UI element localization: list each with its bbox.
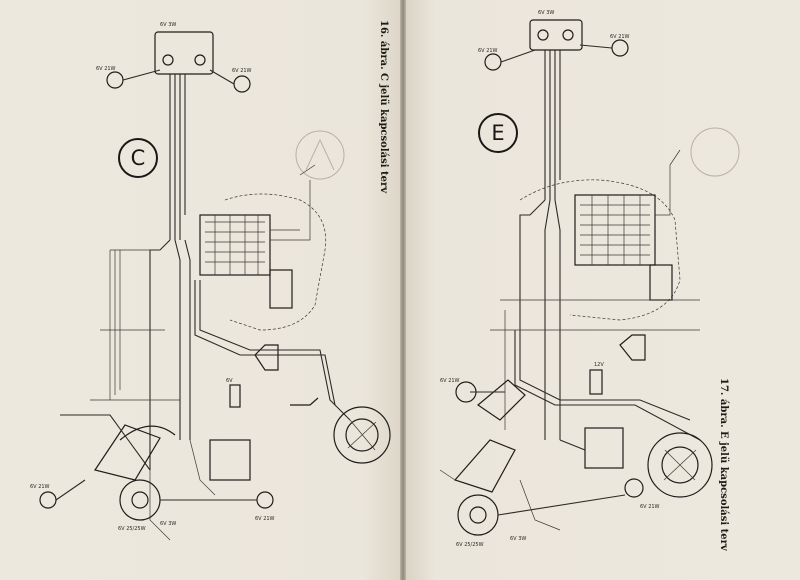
generator-rotor bbox=[661, 446, 699, 484]
indicator-lamp bbox=[537, 29, 549, 41]
indicator-lamp bbox=[562, 29, 574, 41]
headlamp-bulb bbox=[131, 491, 149, 509]
component-label: 6V 21W bbox=[232, 68, 252, 74]
component-label: 6V 25/25W bbox=[456, 542, 484, 548]
junction-block-left bbox=[199, 214, 271, 276]
generator-coils bbox=[663, 449, 697, 481]
left-page bbox=[0, 0, 402, 580]
component-label: 6V 3W bbox=[538, 10, 554, 16]
junction-wiring bbox=[580, 204, 650, 256]
rear-wiring bbox=[55, 414, 257, 501]
ignition-lead bbox=[655, 149, 681, 216]
show-through-mark bbox=[305, 138, 335, 171]
frame-outline bbox=[519, 179, 681, 321]
show-through-mark bbox=[690, 127, 740, 177]
rear-harness bbox=[194, 280, 336, 406]
indicator-lamp bbox=[194, 54, 206, 66]
component-label: 6V 21W bbox=[440, 378, 460, 384]
ignition-coil bbox=[229, 384, 241, 408]
main-harness bbox=[544, 50, 561, 200]
handlebar-switch-right bbox=[529, 19, 583, 51]
headlamp-switch bbox=[453, 439, 516, 493]
main-harness bbox=[149, 239, 191, 470]
cross-wire bbox=[90, 249, 180, 401]
component-label: 6V 25/25W bbox=[118, 526, 146, 532]
horn bbox=[619, 334, 646, 361]
switch-unit bbox=[477, 379, 526, 421]
voltage-regulator bbox=[269, 269, 293, 309]
diagram-letter: E bbox=[491, 121, 505, 145]
rear-wiring bbox=[470, 391, 626, 516]
junction-wiring bbox=[205, 221, 265, 263]
rear-harness bbox=[514, 330, 701, 441]
component-label: 6V 21W bbox=[478, 48, 498, 54]
rear-wiring bbox=[439, 469, 561, 531]
component-label: 6V 21W bbox=[96, 66, 116, 72]
generator bbox=[333, 406, 391, 464]
diagram-letter-badge: E bbox=[478, 113, 518, 153]
component-label: 6V 21W bbox=[610, 34, 630, 40]
generator-rotor bbox=[345, 418, 379, 452]
battery bbox=[589, 369, 603, 395]
rear-harness bbox=[199, 280, 351, 421]
component-label: 6V 3W bbox=[160, 521, 176, 527]
main-harness bbox=[169, 74, 186, 240]
headlamp-switch bbox=[94, 424, 161, 481]
ignition-lead bbox=[270, 164, 316, 241]
rear-switch-block bbox=[584, 427, 624, 469]
component-label: 6V bbox=[226, 378, 233, 384]
turn-signal-front-left bbox=[484, 53, 502, 71]
book-gutter bbox=[400, 0, 406, 580]
turn-signal-front-right bbox=[611, 39, 629, 57]
voltage-regulator bbox=[649, 264, 673, 301]
headlamp bbox=[457, 494, 499, 536]
wire bbox=[500, 44, 613, 63]
indicator-lamp bbox=[162, 54, 174, 66]
handlebar-switch-left bbox=[154, 31, 214, 75]
rear-switch-block bbox=[209, 439, 251, 481]
headlamp-bulb bbox=[469, 506, 487, 524]
cross-wire bbox=[490, 299, 700, 430]
component-label: 6V 3W bbox=[160, 22, 176, 28]
turn-signal-rear-right bbox=[624, 478, 644, 498]
component-label: 12V bbox=[594, 362, 604, 368]
generator-coils bbox=[347, 419, 377, 451]
frame-outline bbox=[224, 193, 327, 331]
horn bbox=[254, 344, 279, 371]
figure-caption: 16. ábra. C jelü kapcsolási terv bbox=[378, 20, 389, 194]
diagram-letter-badge: C bbox=[118, 138, 158, 178]
generator bbox=[647, 432, 713, 498]
junction-wiring bbox=[591, 195, 641, 265]
wire bbox=[122, 69, 235, 85]
rear-wiring bbox=[149, 439, 216, 541]
junction-wiring bbox=[214, 215, 259, 275]
figure-caption: 17. ábra. E jelü kapcsolási terv bbox=[718, 378, 729, 551]
junction-block-right bbox=[574, 194, 656, 266]
rear-harness bbox=[519, 330, 691, 421]
right-page bbox=[404, 0, 800, 580]
component-label: 6V 21W bbox=[30, 484, 50, 490]
main-harness bbox=[519, 199, 561, 440]
component-label: 6V 21W bbox=[255, 516, 275, 522]
diagram-letter: C bbox=[130, 146, 146, 170]
component-label: 6V 21W bbox=[640, 504, 660, 510]
side-harness bbox=[109, 250, 121, 400]
spark-plug bbox=[290, 397, 319, 406]
component-label: 6V 3W bbox=[510, 536, 526, 542]
show-through-mark bbox=[295, 130, 345, 180]
